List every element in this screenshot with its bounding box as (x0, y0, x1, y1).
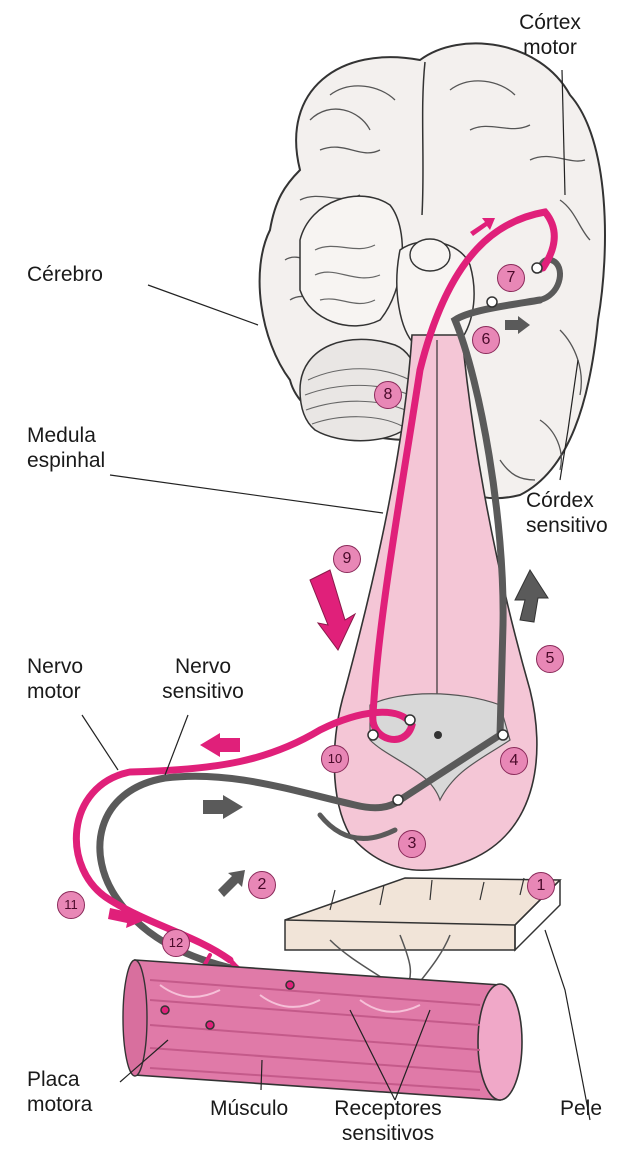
label-cortex-motor-line1: Córtex (519, 11, 581, 34)
label-nervo-motor-line1: Nervo (27, 655, 83, 678)
label-musculo: Músculo (210, 1096, 288, 1121)
label-nervo-sensitivo-line1: Nervo (175, 655, 231, 678)
arrow-sensory-up-left (218, 870, 245, 897)
step-badge-4: 4 (500, 747, 528, 775)
label-nervo-sensitivo: Nervo sensitivo (148, 654, 258, 704)
label-cordex-sensitivo: Córdex sensitivo (526, 488, 608, 538)
step-badge-5: 5 (536, 645, 564, 673)
label-receptores-line2: sensitivos (342, 1122, 434, 1145)
step-badge-9: 9 (333, 545, 361, 573)
step-badge-12: 12 (162, 929, 190, 957)
label-placa-line2: motora (27, 1093, 92, 1116)
step-badge-8: 8 (374, 381, 402, 409)
label-receptores-sensitivos: Receptores sensitivos (328, 1096, 448, 1146)
label-medula-line1: Medula (27, 424, 96, 447)
step-badge-11: 11 (57, 891, 85, 919)
label-receptores-line1: Receptores (334, 1097, 441, 1120)
label-placa-line1: Placa (27, 1068, 80, 1091)
label-pele: Pele (560, 1096, 602, 1121)
label-cortex-motor: Córtex motor (505, 10, 595, 60)
label-cerebro: Cérebro (27, 262, 103, 287)
label-nervo-motor: Nervo motor (27, 654, 83, 704)
step-badge-2: 2 (248, 871, 276, 899)
step-badge-3: 3 (398, 830, 426, 858)
step-badge-1: 1 (527, 872, 555, 900)
step-badge-10: 10 (321, 745, 349, 773)
label-placa-motora: Placa motora (27, 1067, 92, 1117)
label-medula-espinhal: Medula espinhal (27, 423, 105, 473)
label-nervo-sensitivo-line2: sensitivo (162, 680, 244, 703)
step-badge-7: 7 (497, 264, 525, 292)
arrow-sensory-up (515, 570, 548, 622)
label-cordex-line2: sensitivo (526, 514, 608, 537)
arrow-sensory-right (203, 795, 243, 819)
arrow-motor-down (310, 570, 355, 650)
arrow-motor-left (200, 733, 240, 757)
label-nervo-motor-line2: motor (27, 680, 81, 703)
label-medula-line2: espinhal (27, 449, 105, 472)
muscle (123, 960, 522, 1100)
label-cordex-line1: Córdex (526, 489, 594, 512)
step-badge-6: 6 (472, 326, 500, 354)
label-cortex-motor-line2: motor (523, 36, 577, 59)
